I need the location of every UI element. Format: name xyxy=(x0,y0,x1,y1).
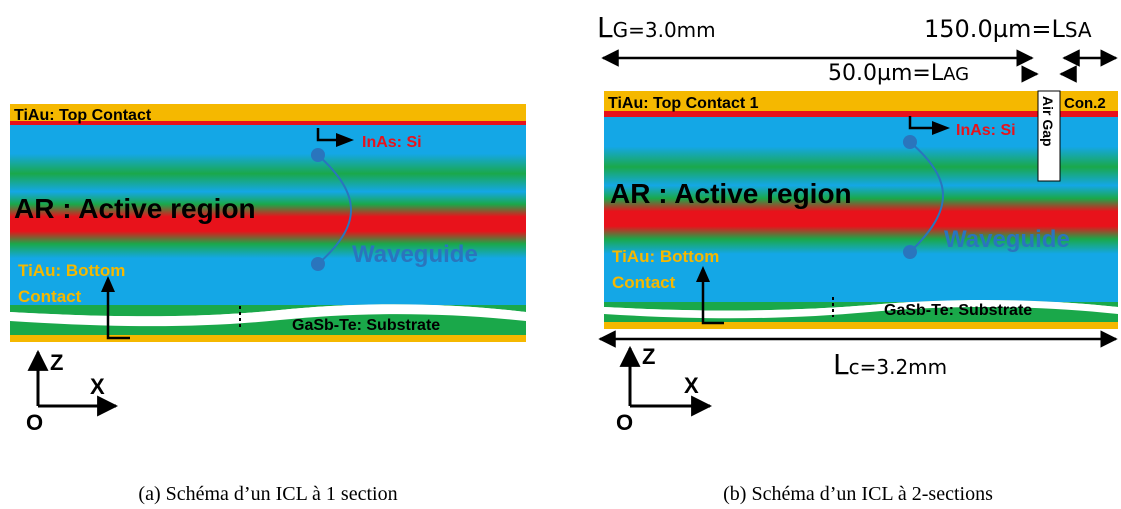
doping-arrow-stem xyxy=(316,128,338,142)
bottom-contact-arrow-stem xyxy=(701,280,724,325)
substrate-label: GaSb-Te: Substrate xyxy=(292,317,440,334)
mode-profile-curve xyxy=(909,141,944,253)
mode-bottom-dot xyxy=(903,245,917,259)
mode-top-dot xyxy=(311,148,325,162)
lc-label: Lc=3.2mm xyxy=(833,348,947,381)
contact-2-label: Con.2 xyxy=(1064,95,1106,112)
epitaxial-stack xyxy=(10,125,526,305)
cleave-gap xyxy=(604,299,1118,319)
waveguide-label: Waveguide xyxy=(352,241,478,268)
doping-arrow-head xyxy=(932,121,950,135)
caption-b: (b) Schéma d’un ICL à 2-sections xyxy=(723,483,993,505)
cleave-gap xyxy=(10,304,526,327)
caption-a: (a) Schéma d’un ICL à 1 section xyxy=(138,483,397,505)
top-contact-layer xyxy=(10,104,526,121)
x-axis-label: X xyxy=(90,374,105,399)
lag-label: 50.0µm=LAG xyxy=(828,61,969,86)
lsa-label: 150.0µm=LSA xyxy=(924,15,1092,43)
panel-b: Air Gap TiAu: Top Contact 1 Con.2 InAs: … xyxy=(597,11,1118,505)
contact-red-strip xyxy=(10,121,526,125)
lg-symbol: LG=3.0mm xyxy=(597,11,716,44)
bottom-contact-label-line2: Contact xyxy=(612,273,676,292)
origin-label: O xyxy=(616,410,633,435)
bottom-gold-layer xyxy=(10,335,526,342)
z-axis-label: Z xyxy=(50,350,63,375)
doping-label: InAs: Si xyxy=(956,122,1016,139)
top-contact-1-label: TiAu: Top Contact 1 xyxy=(608,95,759,112)
bottom-gold-layer xyxy=(604,322,1118,329)
substrate-label: GaSb-Te: Substrate xyxy=(884,302,1032,319)
z-axis-label: Z xyxy=(642,344,655,369)
substrate-layer xyxy=(604,306,1118,322)
top-contact-label: TiAu: Top Contact xyxy=(14,107,152,124)
mode-top-dot xyxy=(903,135,917,149)
x-axis-label: X xyxy=(684,373,699,398)
doping-arrow-stem xyxy=(908,116,934,130)
top-contact-1-layer xyxy=(604,91,1118,111)
doping-arrow-head xyxy=(336,133,354,147)
bottom-contact-arrow-stem xyxy=(106,290,130,340)
panel-a: TiAu: Top Contact InAs: Si AR : Active r… xyxy=(10,104,526,505)
active-region-label: AR : Active region xyxy=(14,193,256,224)
mode-bottom-dot xyxy=(311,257,325,271)
origin-label: O xyxy=(26,410,43,435)
mode-profile-curve xyxy=(317,154,352,265)
active-region-label: AR : Active region xyxy=(610,178,852,209)
bottom-contact-label-line1: TiAu: Bottom xyxy=(612,247,719,266)
waveguide-label: Waveguide xyxy=(944,226,1070,253)
bottom-contact-arrow-head xyxy=(696,266,710,282)
bottom-contact-label-line2: Contact xyxy=(18,287,82,306)
bottom-contact-arrow-head xyxy=(101,276,115,292)
stack-bottom-green xyxy=(604,299,1118,311)
doping-label: InAs: Si xyxy=(362,134,422,151)
air-gap-label: Air Gap xyxy=(1040,96,1056,147)
epitaxial-stack xyxy=(604,117,1118,302)
contact-red-strip xyxy=(604,111,1118,117)
stack-bottom-green xyxy=(10,304,526,317)
bottom-contact-label-line1: TiAu: Bottom xyxy=(18,261,125,280)
substrate-layer xyxy=(10,314,526,335)
air-gap xyxy=(1037,90,1061,182)
